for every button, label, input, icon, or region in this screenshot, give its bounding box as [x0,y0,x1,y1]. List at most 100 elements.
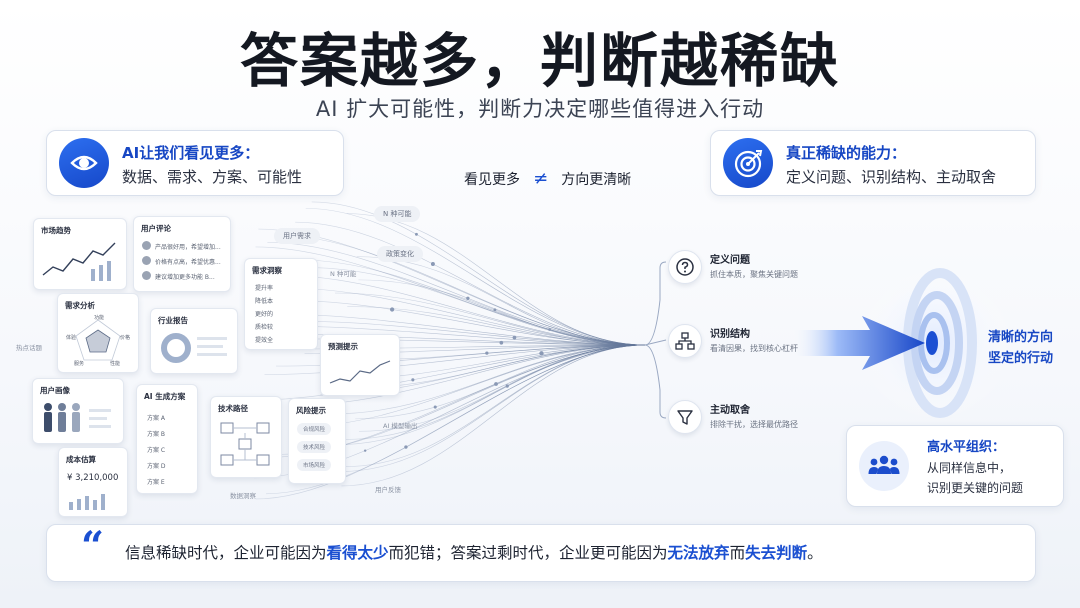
left-callout-title: AI让我们看见更多： [122,144,260,162]
middle-note-right: 方向更清晰 [561,172,632,188]
org-callout: 高水平组织： 从同样信息中， 识别更关键的问题 [846,425,1064,507]
card-industry-report-title: 行业报告 [158,316,188,325]
card-market-trend: 市场趋势 [33,218,127,290]
middle-note-left: 看见更多 [464,172,520,188]
not-equal-symbol: ≠ [533,168,549,189]
market-trend-chart [42,242,116,281]
step-title: 定义问题 [710,255,750,266]
avatar [142,271,151,280]
quote-text: 信息稀缺时代，企业可能因为看得太少而犯错；答案过剩时代，企业更可能因为无法放弃而… [125,541,823,563]
floating-label: N 种可能 [374,206,421,222]
bottom-quote: “ 信息稀缺时代，企业可能因为看得太少而犯错；答案过剩时代，企业更可能因为无法放… [46,523,1036,582]
comment-1: 产品很好用，希望增加... [155,244,221,251]
question-icon [668,250,702,284]
floating-label: 数据洞察 [230,492,256,500]
radar-label: 性能 [110,361,121,367]
tech-path-diagram [220,422,270,466]
funnel-icon [668,400,702,434]
radar-label: 体验 [66,335,77,341]
result-text: 清晰的方向 坚定的行动 [988,327,1053,369]
quote-highlight: 无法放弃 [667,544,730,562]
risk-item: 技术风险 [297,441,332,453]
plan-item: 方案 C [147,447,166,454]
card-ai-plans-title: AI 生成方案 [144,392,186,401]
page-title: 答案越多，判断越稀缺 [239,27,840,95]
org-callout-title: 高水平组织： [927,440,1006,455]
insight-item: 更好的 [255,311,274,318]
plan-item: 方案 A [147,415,166,422]
floating-label: AI 模型输出 [383,422,418,430]
floating-label: 热点话题 [16,344,42,352]
radar-chart [75,319,121,361]
radar-label: 服务 [74,361,85,367]
floating-label: 政策变化 [377,246,423,262]
insight-item: 降低本 [255,298,274,305]
card-cost-estimate-title: 成本估算 [66,455,96,464]
card-demand-analysis: 需求分析 功能 价格 性能 服务 体验 [57,293,139,373]
team-icon [859,441,909,491]
result-line-2: 坚定的行动 [988,351,1054,366]
insight-item: 提效全 [255,337,274,344]
card-risk-alert: 风险提示 合规风险 技术风险 市场风险 [288,398,346,484]
left-callout-text: 数据、需求、方案、可能性 [122,168,303,186]
card-market-trend-title: 市场趋势 [41,226,71,235]
quote-highlight: 看得太少 [326,544,389,562]
card-cost-estimate: 成本估算 ¥ 3,210,000 [58,447,128,517]
plan-item: 方案 E [147,479,165,486]
comment-2: 价格有点高，希望优惠... [155,259,221,266]
org-callout-line-1: 从同样信息中， [927,461,1012,475]
floating-label: 用户反馈 [375,486,401,494]
risk-item: 市场风险 [297,459,332,471]
eye-icon [59,138,109,188]
page-subtitle: AI 扩大可能性，判断力决定哪些值得进入行动 [315,97,765,121]
card-forecast-title: 预测提示 [328,342,358,351]
card-forecast: 预测提示 [320,334,400,396]
quote-part: 信息稀缺时代，企业可能因为 [125,544,327,562]
step-subtitle: 排除干扰，选择最优路径 [710,420,798,429]
insight-item: 质检较 [255,324,274,331]
risk-item: 合规风险 [297,423,332,435]
user-profile-figures [44,403,111,432]
card-user-profile-title: 用户画像 [40,386,70,395]
quote-part: 而 [729,544,746,562]
floating-label: 用户需求 [274,228,320,244]
floating-label: N 种可能 [330,270,357,278]
card-ai-plans: AI 生成方案 方案 A 方案 B 方案 C 方案 D 方案 E [136,384,198,494]
hierarchy-icon [668,324,702,358]
middle-note: 看见更多 ≠ 方向更清晰 [464,168,631,189]
card-tech-path: 技术路径 [210,396,282,478]
right-callout: 真正稀缺的能力： 定义问题、识别结构、主动取舍 [710,130,1036,196]
quote-part: 而犯错；答案过剩时代，企业更可能因为 [388,544,668,562]
radar-label: 价格 [120,335,131,341]
avatar [142,241,151,250]
insight-item: 提升率 [255,285,274,292]
right-callout-text: 定义问题、识别结构、主动取舍 [786,168,997,186]
cost-value: ¥ 3,210,000 [67,473,119,483]
donut-chart [161,333,191,363]
cost-bars [69,494,105,510]
card-demand-analysis-title: 需求分析 [65,301,95,310]
card-user-comments: 用户评论 产品很好用，希望增加... 价格有点高，希望优惠... 建议增加更多功… [133,216,231,292]
org-callout-line-2: 识别更关键的问题 [927,481,1024,495]
quote-highlight: 失去判断 [745,544,808,562]
step-subtitle: 抓住本质，聚焦关键问题 [710,270,798,279]
plan-item: 方案 B [147,431,166,438]
card-demand-insight-title: 需求洞察 [252,266,282,275]
quote-part: 。 [807,544,823,562]
card-risk-alert-title: 风险提示 [296,406,326,415]
card-user-profile: 用户画像 [32,378,124,444]
card-user-comments-title: 用户评论 [141,224,171,233]
card-tech-path-title: 技术路径 [218,404,248,413]
comment-3: 建议增加更多功能 B... [155,274,215,281]
quote-mark-icon: “ [81,523,105,570]
right-callout-title: 真正稀缺的能力： [786,144,907,162]
flow-arrow [790,316,925,370]
step-title: 主动取舍 [710,405,750,416]
card-demand-insight: 需求洞察 提升率 降低本 更好的 质检较 提效全 [244,258,318,350]
step-title: 识别结构 [710,329,750,340]
avatar [142,256,151,265]
plan-item: 方案 D [147,463,166,470]
card-industry-report: 行业报告 [150,308,238,374]
target-icon [723,138,773,188]
